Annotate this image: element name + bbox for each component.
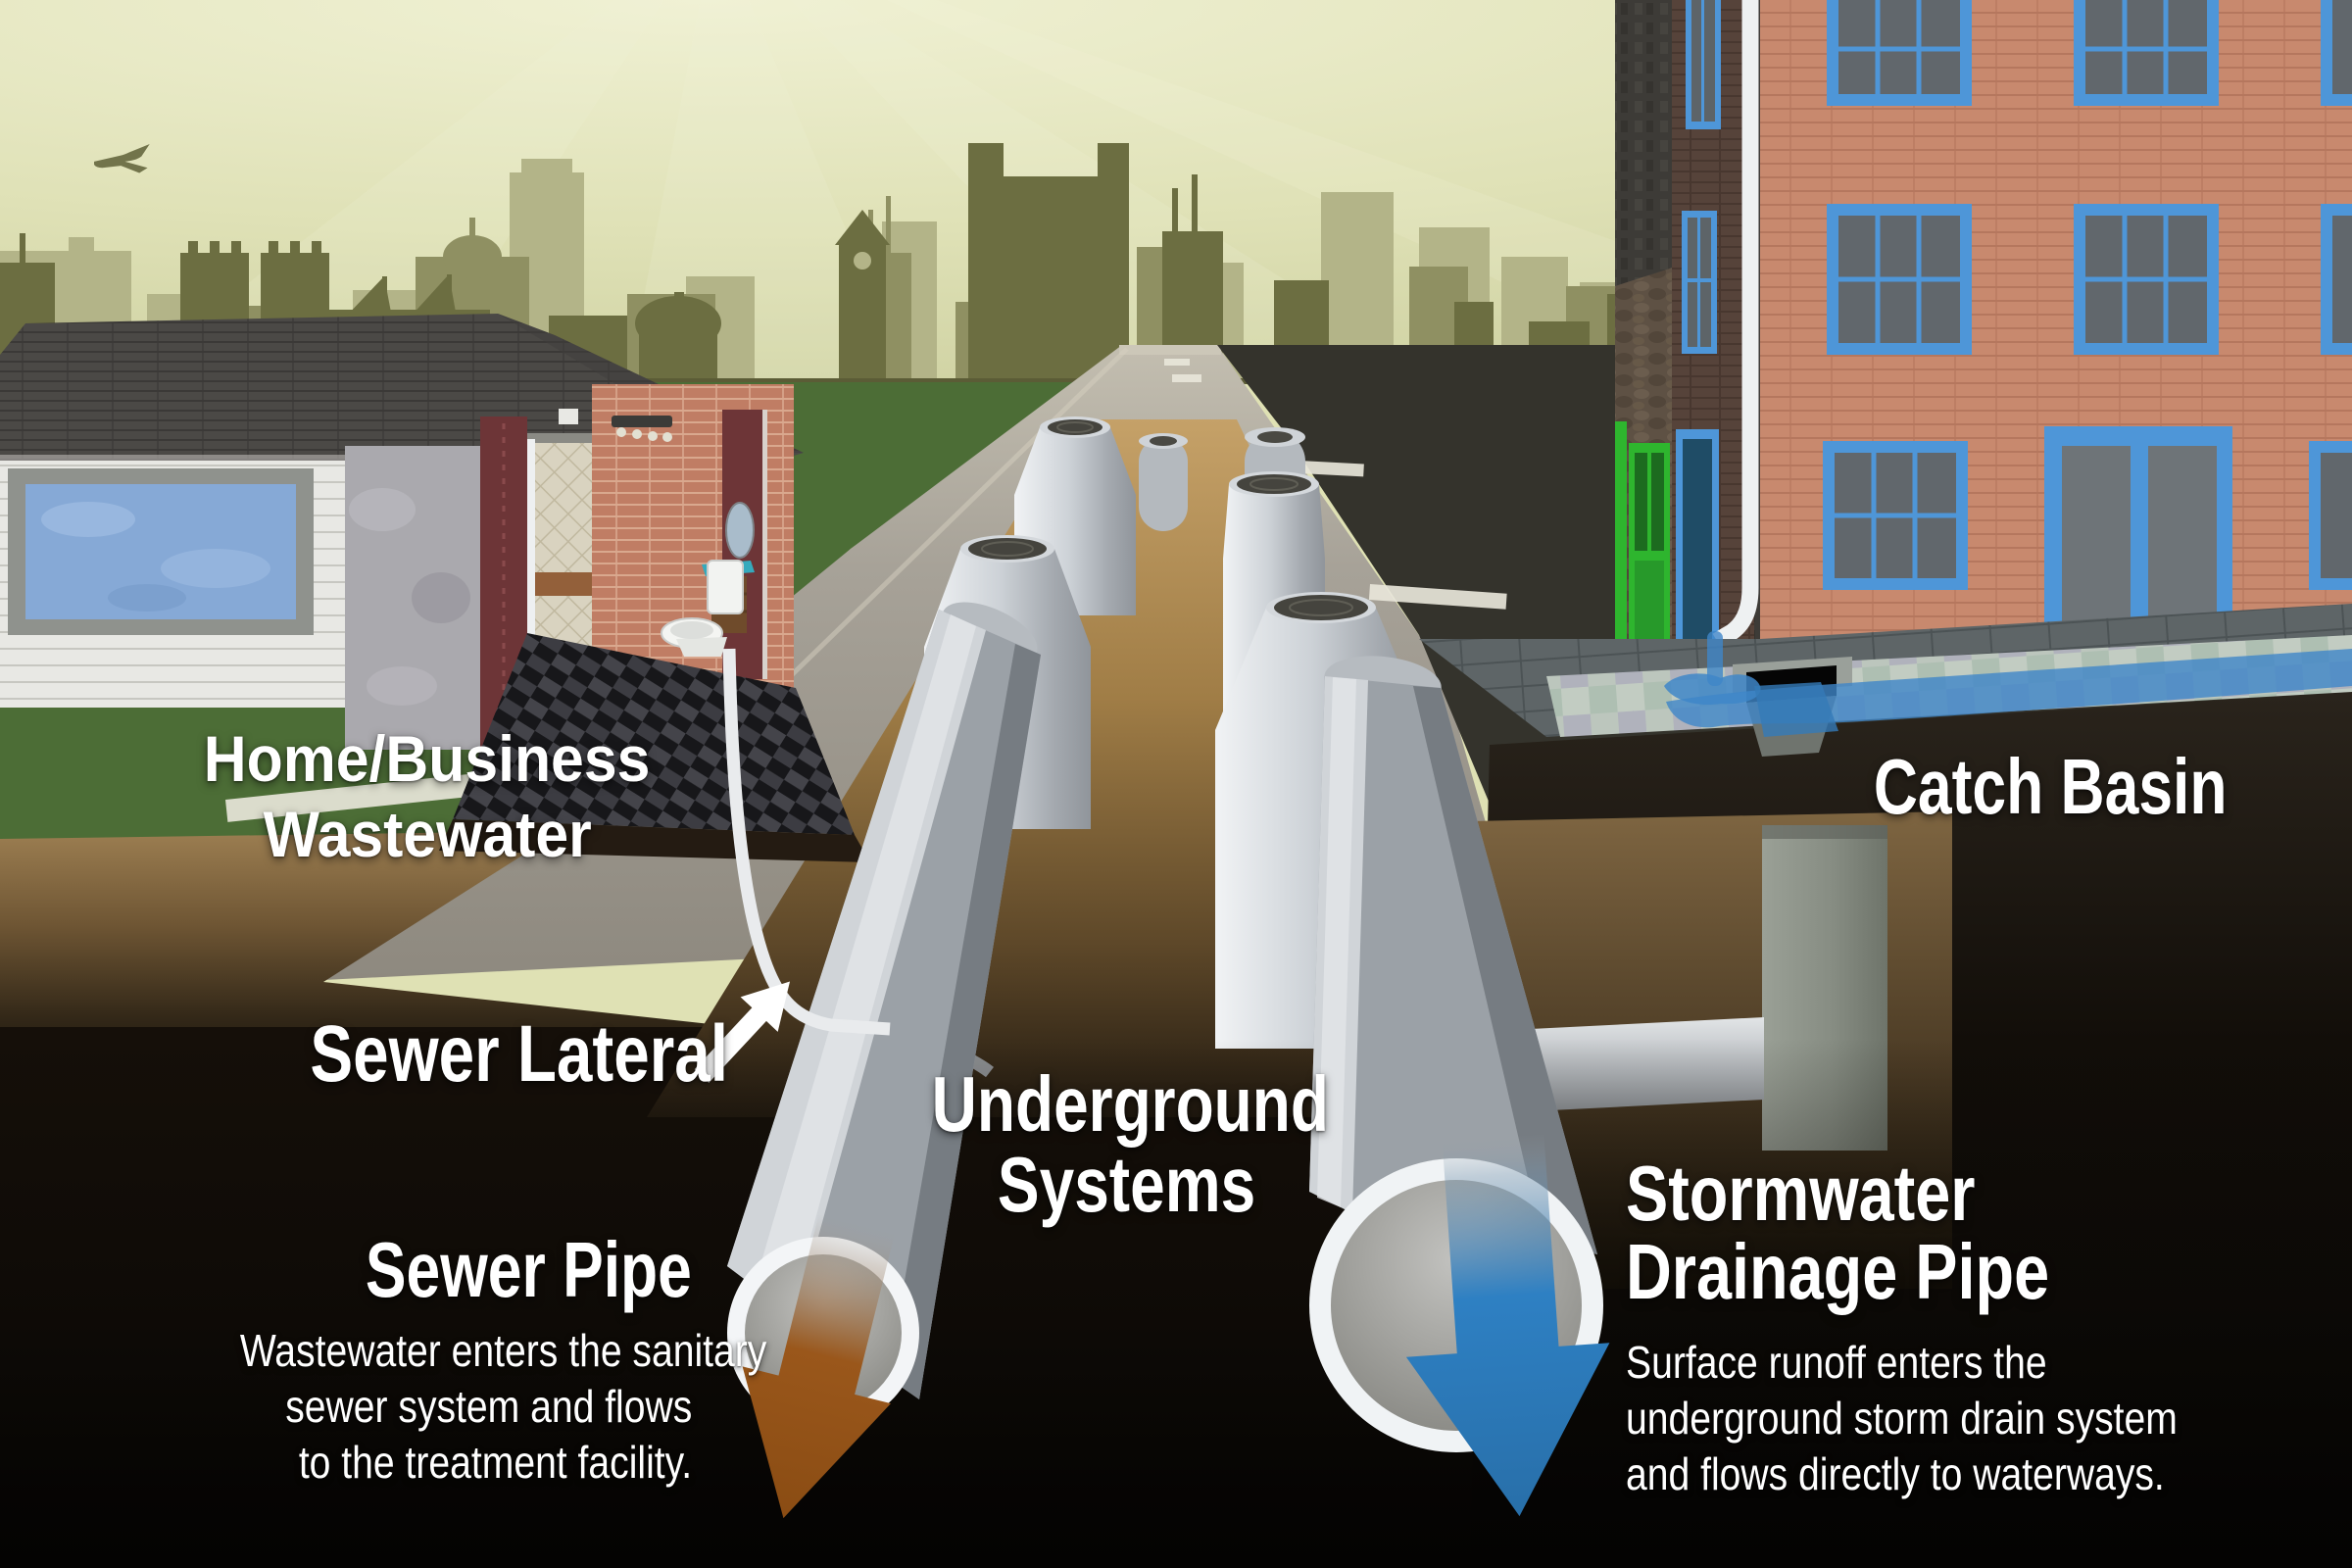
storm-flow-arrow-icon [1405, 1133, 1610, 1517]
catch-basin-building [1615, 0, 2352, 686]
entrance-double-door [2044, 426, 2232, 637]
window-row-middle [1827, 204, 2352, 355]
label-home-business-wastewater: Home/Business Wastewater [127, 721, 727, 872]
front-window [8, 468, 314, 635]
sewer-lateral-pipe [722, 648, 891, 1036]
label-sewer-lateral: Sewer Lateral [257, 1011, 782, 1098]
label-underground-systems: Underground Systems [882, 1064, 1372, 1225]
mirror [725, 502, 755, 559]
toilet [661, 560, 744, 657]
home-business-building [0, 314, 870, 862]
foundation-strip [439, 819, 870, 862]
label-sewer-pipe-block: Sewer Pipe Wastewater enters the sanitar… [147, 1226, 767, 1491]
green-door-sliver [1615, 421, 1627, 676]
airplane-icon [94, 144, 150, 173]
catch-basin-text: Catch Basin [1873, 743, 2228, 830]
facade-windows [1823, 0, 2352, 590]
side-window-lower [1682, 211, 1717, 354]
label-catch-basin: Catch Basin [1754, 745, 2346, 829]
depth-fade [0, 1039, 2352, 1568]
wall-sensor [559, 409, 578, 424]
underground-line1: Underground [931, 1060, 1329, 1148]
marble-wall-section [345, 446, 480, 750]
underground-line2: Systems [998, 1141, 1256, 1228]
sewer-pipe-title: Sewer Pipe [366, 1226, 692, 1313]
manhole-cover [1237, 474, 1311, 494]
sewer-flow-arrow-icon [742, 1213, 896, 1519]
sewer-lateral-arrow-icon [694, 981, 791, 1083]
sewer-lateral-text: Sewer Lateral [310, 1009, 729, 1099]
window-row-lower [1823, 441, 2352, 590]
ceiling-light [559, 409, 672, 442]
green-door [1629, 443, 1670, 676]
window-row-top [1827, 0, 2352, 106]
downspout [1712, 0, 1759, 649]
checkered-floor [453, 633, 855, 835]
stormwater-title-line2: Drainage Pipe [1626, 1228, 2050, 1315]
shaft-top-shadow [1762, 825, 1887, 839]
manhole-cover [1274, 595, 1368, 620]
road-horizon [1119, 345, 1221, 355]
bathroom-door [722, 410, 767, 679]
runoff-water [1664, 631, 2352, 737]
stormwater-description: Surface runoff enters the underground st… [1626, 1337, 2178, 1499]
sewer-pipe-description: Wastewater enters the sanitary sewer sys… [239, 1325, 767, 1488]
label-stormwater-block: Stormwater Drainage Pipe Surface runoff … [1626, 1154, 2331, 1502]
home-wastewater-line2: Wastewater [263, 798, 592, 870]
home-wastewater-line1: Home/Business [204, 722, 651, 795]
side-window-upper [1686, 0, 1721, 129]
stormwater-title-line1: Stormwater [1626, 1150, 1976, 1237]
